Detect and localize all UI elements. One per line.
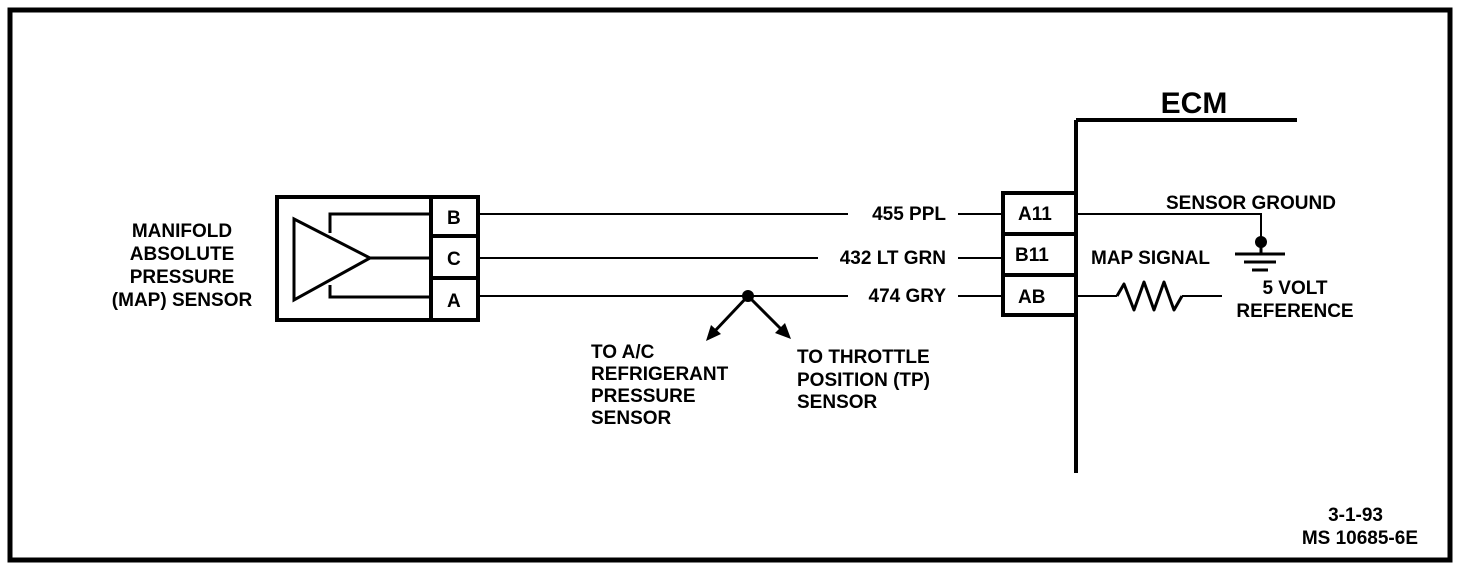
sensor-ground-lead <box>1076 213 1262 242</box>
internal-lead-b <box>328 212 431 233</box>
harness-wires: 455 PPL 432 LT GRN 474 GRY <box>478 204 1003 307</box>
map-signal-label: MAP SIGNAL <box>1091 248 1210 269</box>
sensor-label-line-1: MANIFOLD <box>132 221 232 242</box>
footer-code: MS 10685-6E <box>1302 528 1418 549</box>
resistor-icon <box>1115 280 1184 312</box>
ecm-title: ECM <box>1161 87 1228 120</box>
wire-label-474-gry: 474 GRY <box>869 286 947 307</box>
splice-right-line-3: SENSOR <box>797 392 878 413</box>
arrow-right-icon <box>775 323 791 339</box>
reference-label-line-2: REFERENCE <box>1236 301 1353 322</box>
splice-left-line-1: TO A/C <box>591 342 655 363</box>
ecm-connector <box>1001 191 1078 317</box>
splice-left-line-2: REFRIGERANT <box>591 364 729 385</box>
map-sensor-label: MANIFOLD ABSOLUTE PRESSURE (MAP) SENSOR <box>112 221 253 311</box>
amplifier-triangle-icon <box>292 216 374 303</box>
ecm-pin-ab: AB <box>1018 287 1045 308</box>
ecm-internal-circuits: SENSOR GROUND MAP SIGNAL 5 VOLT REFERENC… <box>1076 193 1354 322</box>
arrow-left-icon <box>706 325 721 341</box>
reference-label-line-1: 5 VOLT <box>1262 278 1327 299</box>
splice-left-line-4: SENSOR <box>591 408 672 429</box>
splice-branch-right <box>746 294 785 333</box>
sensor-label-line-3: PRESSURE <box>130 267 235 288</box>
splice: TO A/C REFRIGERANT PRESSURE SENSOR TO TH… <box>591 290 930 429</box>
wire-label-455-ppl: 455 PPL <box>872 204 946 225</box>
ecm: ECM A11 B11 AB <box>1001 87 1297 473</box>
ecm-pin-b11: B11 <box>1015 245 1049 266</box>
map-sensor: B C A <box>275 195 480 322</box>
splice-right-line-1: TO THROTTLE <box>797 347 930 368</box>
sensor-label-line-4: (MAP) SENSOR <box>112 290 253 311</box>
sensor-pin-c: C <box>447 249 461 270</box>
internal-lead-a <box>328 285 431 299</box>
sensor-label-line-2: ABSOLUTE <box>130 244 235 265</box>
splice-right-line-2: POSITION (TP) <box>797 370 930 391</box>
ground-icon <box>1235 242 1285 272</box>
wire-label-432-lt-grn: 432 LT GRN <box>840 248 946 269</box>
ecm-pin-a11: A11 <box>1018 204 1052 225</box>
sensor-pin-a: A <box>447 291 461 312</box>
footer-date: 3-1-93 <box>1328 505 1383 526</box>
sensor-pin-b: B <box>447 208 461 229</box>
splice-left-line-3: PRESSURE <box>591 386 696 407</box>
splice-branch-left <box>711 294 750 335</box>
sensor-ground-label: SENSOR GROUND <box>1166 193 1336 214</box>
diagram-frame <box>7 7 1453 563</box>
